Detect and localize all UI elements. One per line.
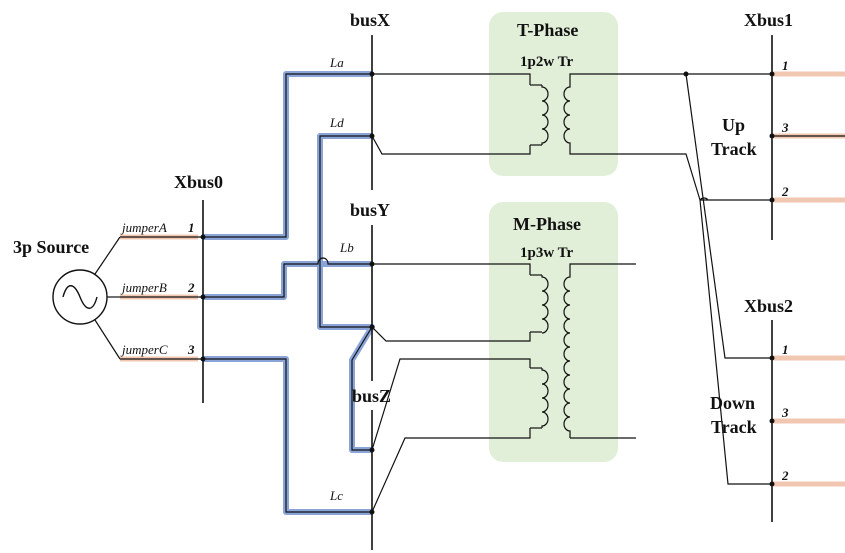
- xbus2-dot-2: [769, 481, 775, 487]
- t-transformer: [530, 73, 701, 201]
- lead-a: [94, 236, 121, 275]
- lead-c: [94, 319, 121, 360]
- xbus0-node-2: 2: [187, 280, 195, 295]
- xbus2-node-1: 1: [782, 342, 789, 357]
- m-transformer-label: 1p3w Tr: [520, 245, 574, 261]
- xbus2-node-2: 2: [781, 468, 789, 483]
- t-phase-title: T-Phase: [517, 20, 578, 40]
- xbus2-dot-3: [769, 418, 775, 424]
- up-track-label-1: Up: [722, 115, 745, 135]
- xbus1-node-3: 3: [781, 120, 789, 135]
- xbus0-node-1: 1: [188, 220, 195, 235]
- t-phase-box: [489, 12, 618, 176]
- line-ld-label: Ld: [329, 115, 344, 130]
- down-track-label-2: Track: [711, 417, 757, 437]
- m-primary-lower: [371, 358, 531, 451]
- line-lc-label: Lc: [329, 488, 343, 503]
- highlight-path-a: [203, 71, 372, 240]
- m-primary-mid: [371, 326, 531, 342]
- highlighted-paths: [203, 71, 375, 515]
- jumper-c-label: jumperC: [120, 342, 168, 357]
- xbus0-label: Xbus0: [174, 172, 223, 192]
- xbus2-label: Xbus2: [744, 296, 793, 316]
- jumper-a-label: jumperA: [120, 220, 167, 235]
- highlight-path-b: [203, 261, 372, 300]
- line-lb-label: Lb: [339, 240, 354, 255]
- source-label: 3p Source: [13, 237, 89, 257]
- busZ-label: busZ: [352, 386, 391, 406]
- wire-crossover: [699, 197, 709, 201]
- m-transformer: [530, 263, 636, 439]
- xbus1-dot-3: [769, 133, 775, 139]
- line-la-label: La: [329, 55, 344, 70]
- wire-down-1: [685, 73, 772, 359]
- down-track-label-1: Down: [710, 393, 755, 413]
- xbus1-dot-1: [769, 71, 775, 77]
- wire-down-2: [699, 199, 772, 485]
- m-primary-top: [372, 263, 531, 275]
- busY-label: busY: [350, 200, 390, 220]
- busX-label: busX: [350, 10, 390, 30]
- up-track-label-2: Track: [711, 139, 757, 159]
- xbus2-node-3: 3: [781, 405, 789, 420]
- xbus1-node-1: 1: [782, 58, 789, 73]
- wire-c: [203, 358, 372, 513]
- m-phase-title: M-Phase: [513, 214, 581, 234]
- m-phase-box: [489, 202, 618, 462]
- highlight-path-c: [203, 356, 372, 515]
- wire-b: [203, 257, 372, 298]
- wire-a: [203, 73, 372, 238]
- xbus1-label: Xbus1: [744, 10, 793, 30]
- t-transformer-label: 1p2w Tr: [520, 54, 574, 70]
- xbus0-node-3: 3: [187, 342, 195, 357]
- m-primary-bot: [371, 428, 531, 513]
- t-primary-top: [372, 73, 531, 85]
- t-primary-bot: [371, 135, 531, 155]
- xbus1-dot-2: [769, 197, 775, 203]
- sine-icon: [62, 285, 98, 309]
- jumper-b-label: jumperB: [120, 280, 167, 295]
- xbus1-node-2: 2: [781, 184, 789, 199]
- xbus2-dot-1: [769, 355, 775, 361]
